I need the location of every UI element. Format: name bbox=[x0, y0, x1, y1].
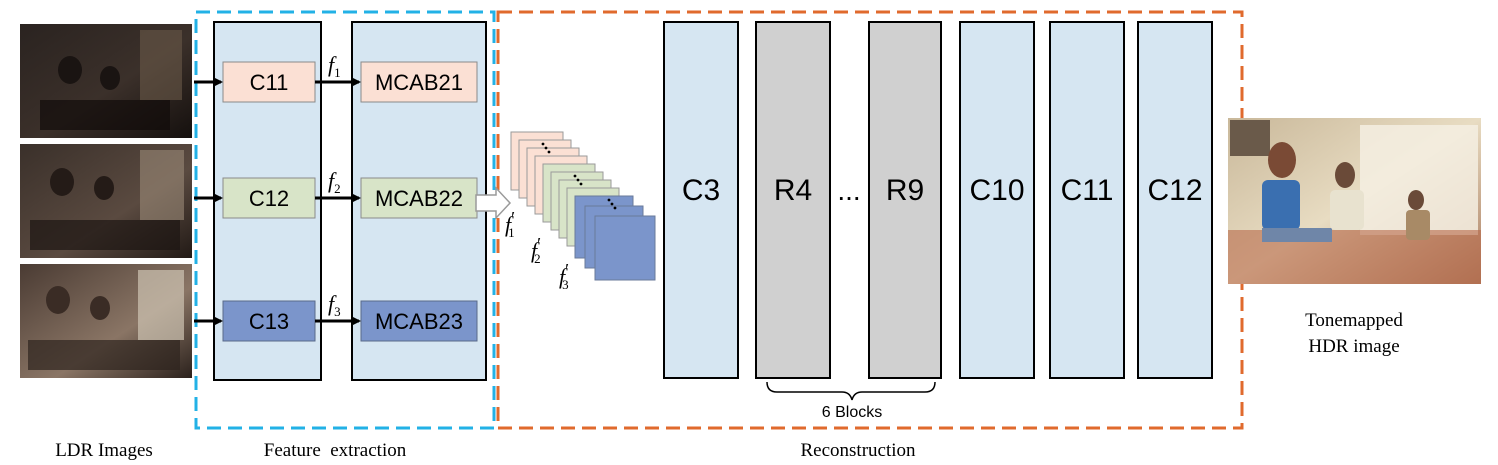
feature-extraction-caption: Feature extraction bbox=[264, 440, 407, 461]
mcab22-block bbox=[360, 177, 478, 219]
r9-label: R9 bbox=[886, 174, 924, 207]
residual-ellipsis: ... bbox=[837, 175, 860, 206]
mcab21-label: MCAB21 bbox=[375, 70, 463, 95]
six-blocks-label: 6 Blocks bbox=[822, 404, 882, 421]
c3-block bbox=[663, 21, 739, 379]
tonemapped-hdr-image bbox=[1228, 118, 1481, 284]
ldr-image-3 bbox=[20, 264, 192, 378]
f2-label: f2 bbox=[328, 168, 341, 196]
feature-extraction-region bbox=[194, 10, 496, 430]
feature-map-stack bbox=[510, 131, 656, 281]
mcab22-label: MCAB22 bbox=[375, 186, 463, 211]
ldr-image-2 bbox=[20, 144, 192, 258]
reconstruction-caption: Reconstruction bbox=[800, 440, 916, 461]
mcab23-label: MCAB23 bbox=[375, 309, 463, 334]
mcab23-block bbox=[360, 300, 478, 342]
six-blocks-brace bbox=[766, 381, 936, 401]
c11-label: C11 bbox=[250, 70, 289, 95]
c11-recon-label: C11 bbox=[1061, 174, 1114, 207]
tonemapped-caption-line2: HDR image bbox=[1308, 336, 1399, 357]
f1-label: f1 bbox=[328, 52, 341, 80]
mcab21-block bbox=[360, 61, 478, 103]
f3-label: f3 bbox=[328, 291, 341, 319]
f1-prime-label: f′1 bbox=[505, 208, 515, 240]
c10-label: C10 bbox=[969, 174, 1024, 207]
r4-block bbox=[755, 21, 831, 379]
c13-label: C13 bbox=[249, 309, 289, 334]
ldr-images-caption: LDR Images bbox=[55, 440, 153, 461]
r4-label: R4 bbox=[774, 174, 812, 207]
c11-recon-block bbox=[1049, 21, 1125, 379]
c12-label: C12 bbox=[249, 186, 289, 211]
c3-label: C3 bbox=[682, 174, 720, 207]
c12-recon-block bbox=[1137, 21, 1213, 379]
c12-block bbox=[222, 177, 316, 219]
tonemapped-caption-line1: Tonemapped bbox=[1305, 310, 1403, 331]
r9-block bbox=[868, 21, 942, 379]
f3-prime-label: f′3 bbox=[559, 260, 569, 292]
c12-recon-label: C12 bbox=[1147, 174, 1202, 207]
f2-prime-label: f′2 bbox=[531, 234, 541, 266]
concat-arrow bbox=[475, 186, 512, 220]
ldr-image-1 bbox=[20, 24, 192, 138]
c13-block bbox=[222, 300, 316, 342]
c10-block bbox=[959, 21, 1035, 379]
